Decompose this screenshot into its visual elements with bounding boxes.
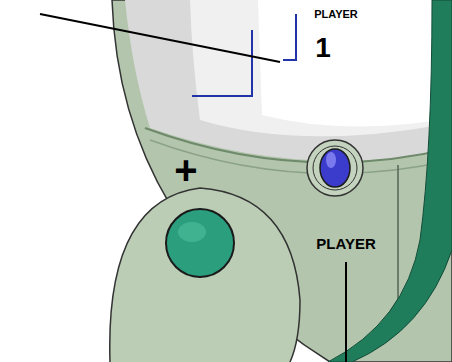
plus-button xyxy=(166,209,234,277)
screen xyxy=(190,0,440,136)
button-ring xyxy=(313,146,357,190)
display-label: PLAYER xyxy=(314,9,358,20)
button-ring xyxy=(307,140,363,196)
button-highlight xyxy=(326,152,336,168)
lcd-segment xyxy=(192,30,252,96)
lcd-segment xyxy=(283,14,296,60)
button-symbol: + xyxy=(174,150,197,190)
player-button xyxy=(320,149,350,187)
player-number: 1 xyxy=(315,34,331,62)
button-highlight xyxy=(178,222,206,242)
leader-line xyxy=(40,14,280,62)
leader-line xyxy=(345,262,347,362)
button-label: PLAYER xyxy=(316,236,375,251)
screen-inner xyxy=(258,0,440,126)
button-dome xyxy=(110,188,300,362)
